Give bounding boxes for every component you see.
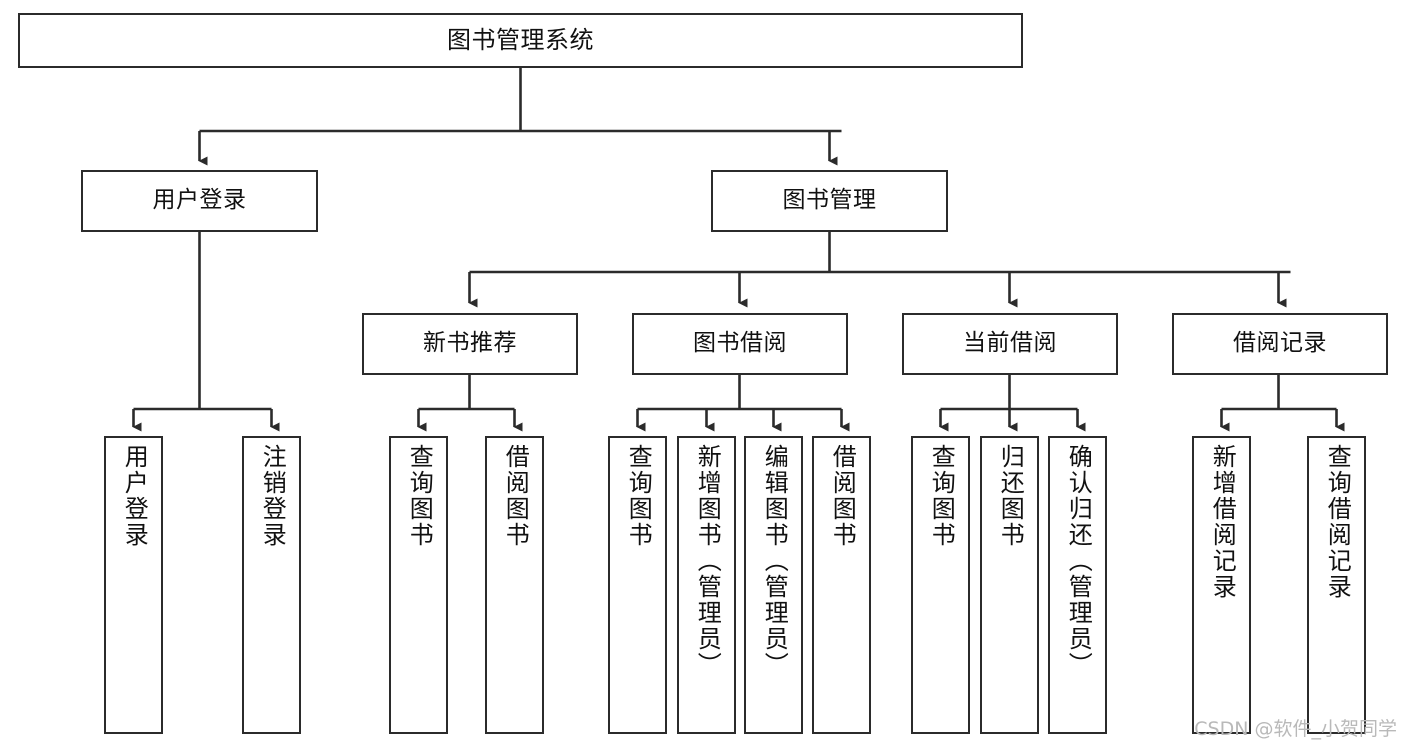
csdn-watermark: CSDN @软件_小贺同学 xyxy=(1194,718,1397,740)
node-borrow-record[interactable]: 借阅记录 xyxy=(1172,313,1388,375)
leaf-current-borrow-return-label: 归还图书 xyxy=(996,444,1025,548)
leaf-borrow-record-add[interactable]: 新增借阅记录 xyxy=(1192,436,1251,734)
node-user-login[interactable]: 用户登录 xyxy=(81,170,318,232)
node-new-book-recommend-label: 新书推荐 xyxy=(423,330,517,357)
leaf-book-borrow-edit[interactable]: 编辑图书（管理员） xyxy=(744,436,803,734)
node-book-management-label: 图书管理 xyxy=(782,187,877,214)
leaf-current-borrow-query-label: 查询图书 xyxy=(927,444,956,548)
leaf-user-login-signout[interactable]: 注销登录 xyxy=(242,436,301,734)
node-new-book-recommend[interactable]: 新书推荐 xyxy=(362,313,578,375)
leaf-current-borrow-confirm-return[interactable]: 确认归还（管理员） xyxy=(1048,436,1107,734)
leaf-book-borrow-edit-label: 编辑图书（管理员） xyxy=(760,444,789,678)
node-current-borrow[interactable]: 当前借阅 xyxy=(902,313,1118,375)
leaf-book-borrow-borrow[interactable]: 借阅图书 xyxy=(812,436,871,734)
leaf-book-borrow-add-label: 新增图书（管理员） xyxy=(693,444,722,678)
leaf-borrow-record-query-label: 查询借阅记录 xyxy=(1323,444,1352,600)
leaf-new-book-borrow[interactable]: 借阅图书 xyxy=(485,436,544,734)
leaf-user-login-signout-label: 注销登录 xyxy=(258,444,287,548)
leaf-current-borrow-return[interactable]: 归还图书 xyxy=(980,436,1039,734)
leaf-new-book-borrow-label: 借阅图书 xyxy=(501,444,530,548)
leaf-current-borrow-confirm-return-label: 确认归还（管理员） xyxy=(1064,444,1093,678)
leaf-borrow-record-query[interactable]: 查询借阅记录 xyxy=(1307,436,1366,734)
leaf-user-login-signin-label: 用户登录 xyxy=(120,444,149,548)
leaf-book-borrow-query[interactable]: 查询图书 xyxy=(608,436,667,734)
node-book-borrow-label: 图书借阅 xyxy=(693,330,787,357)
node-root-label: 图书管理系统 xyxy=(447,26,594,55)
leaf-borrow-record-add-label: 新增借阅记录 xyxy=(1208,444,1237,600)
leaf-new-book-query[interactable]: 查询图书 xyxy=(389,436,448,734)
leaf-book-borrow-query-label: 查询图书 xyxy=(624,444,653,548)
leaf-book-borrow-borrow-label: 借阅图书 xyxy=(828,444,857,548)
node-book-borrow[interactable]: 图书借阅 xyxy=(632,313,848,375)
leaf-current-borrow-query[interactable]: 查询图书 xyxy=(911,436,970,734)
leaf-new-book-query-label: 查询图书 xyxy=(405,444,434,548)
node-user-login-label: 用户登录 xyxy=(152,187,247,214)
node-root-library-management-system[interactable]: 图书管理系统 xyxy=(18,13,1023,68)
node-book-management[interactable]: 图书管理 xyxy=(711,170,948,232)
leaf-book-borrow-add[interactable]: 新增图书（管理员） xyxy=(677,436,736,734)
node-current-borrow-label: 当前借阅 xyxy=(963,330,1057,357)
node-borrow-record-label: 借阅记录 xyxy=(1233,330,1327,357)
leaf-user-login-signin[interactable]: 用户登录 xyxy=(104,436,163,734)
